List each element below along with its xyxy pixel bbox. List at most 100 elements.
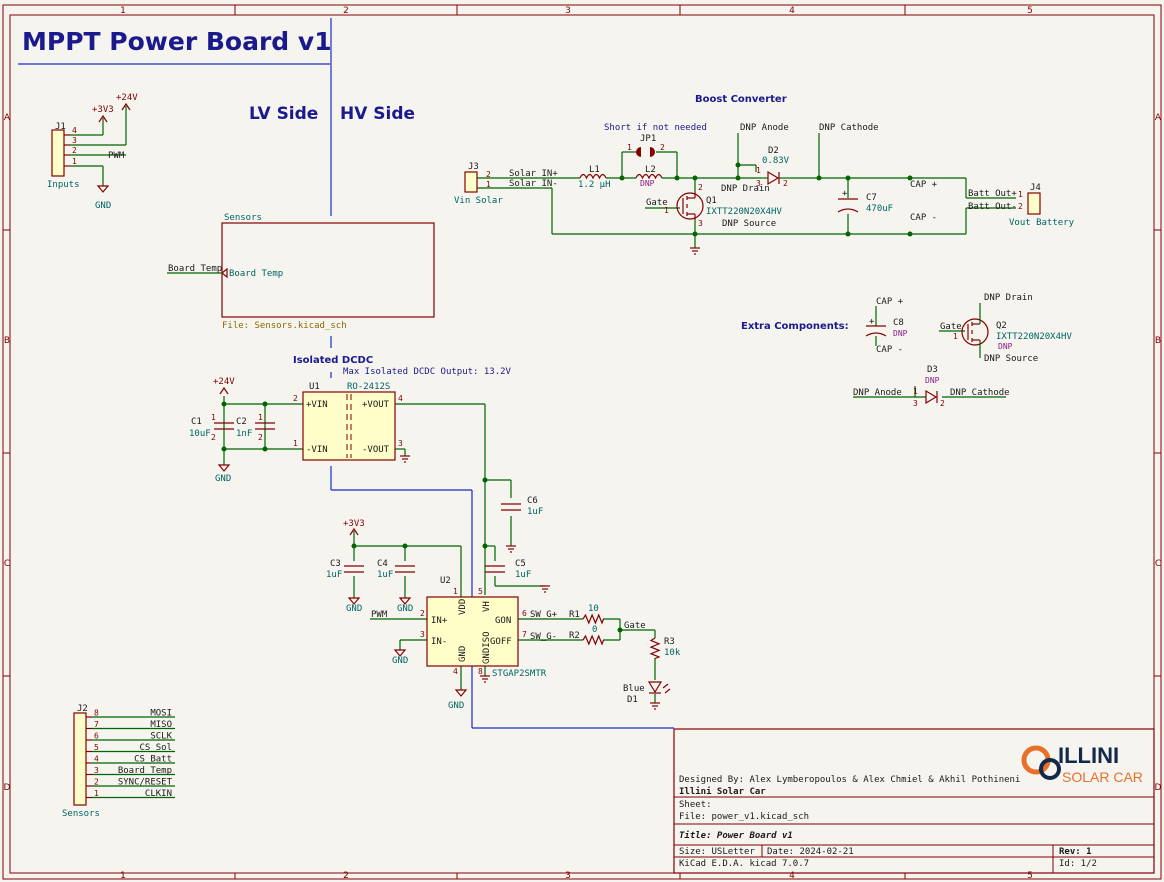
u2-pin-gnd: GND: [458, 646, 468, 662]
c2-pin-1: 1: [258, 413, 263, 422]
sheet-label: Sheet:: [679, 800, 712, 810]
j2-signal-label: Board Temp: [118, 766, 172, 776]
inductor-l1[interactable]: L1 1.2 µH: [578, 165, 611, 190]
company-name: Illini Solar Car: [679, 786, 766, 797]
gnd-c5: [540, 585, 550, 593]
u2-pin-gndiso: GNDISO: [482, 631, 492, 664]
j2-pin-number: 4: [94, 755, 99, 764]
c1-ref: C1: [191, 417, 202, 427]
mosfet-q1[interactable]: Q1 IXTT220N20X4HV 1 2 3: [664, 183, 782, 228]
c2-value: 1nF: [236, 429, 252, 439]
led-d1[interactable]: Blue D1: [623, 681, 671, 705]
j2-pin-number: 6: [94, 732, 99, 741]
svg-text:GND: GND: [392, 656, 408, 666]
max-output-note: Max Isolated DCDC Output: 13.2V: [343, 367, 512, 377]
zone-col-3-bottom: 3: [565, 871, 571, 881]
c1-pin-1: 1: [211, 413, 216, 422]
capacitor-c7[interactable]: + C7 470uF: [837, 189, 893, 214]
isolated-dcdc-heading: Isolated DCDC: [293, 355, 373, 366]
u2-pin-gon: GON: [495, 616, 511, 626]
sensors-sheet-block[interactable]: Sensors Board Temp File: Sensors.kicad_s…: [221, 213, 435, 331]
d2-value: 0.83V: [762, 156, 790, 166]
capacitor-c4[interactable]: C4 1uF: [377, 559, 415, 580]
zone-row-c: C: [4, 559, 10, 569]
d2-ref: D2: [768, 146, 779, 156]
c6-value: 1uF: [527, 507, 543, 517]
dcdc-wiring: [221, 396, 545, 595]
j1-pin-2: 2: [72, 146, 77, 155]
driver-gate-label: Gate: [624, 621, 646, 631]
c2-ref: C2: [236, 417, 247, 427]
sw-g-pos-label: SW_G+: [530, 610, 558, 620]
kicad-version: KiCad E.D.A. kicad 7.0.7: [679, 859, 809, 869]
gate-driver-u2[interactable]: U2 STGAP2SMTR IN+ IN- GON GOFF VDD VH GN…: [420, 576, 547, 679]
sheet-frame: [2, 4, 1162, 880]
cap-neg-label: CAP -: [910, 213, 937, 223]
power-3v3-driver: +3V3: [343, 519, 365, 536]
j2-pin-number: 2: [94, 778, 99, 787]
d2-pin-1: 1: [756, 166, 761, 175]
j1-pin-1: 1: [72, 157, 77, 166]
jp1-pin-1: 1: [627, 143, 632, 152]
u2-pin-num-7: 7: [522, 630, 527, 639]
connector-j3[interactable]: J3 Vin Solar 2 1: [454, 162, 503, 206]
mosfet-q2[interactable]: Gate 1 DNP Drain Q2 IXTT220N20X4HV DNP D…: [939, 293, 1072, 364]
driver-pwm-label: PWM: [371, 610, 388, 620]
inductor-l2[interactable]: L2 DNP: [635, 165, 663, 188]
j2-signal-label: CLKIN: [145, 789, 172, 799]
d3-dnp-cathode-label: DNP Cathode: [950, 388, 1010, 398]
l1-value: 1.2 µH: [578, 180, 611, 190]
c8-cap-pos-label: CAP +: [876, 297, 904, 307]
u1-value: RO-2412S: [347, 382, 390, 392]
svg-text:GND: GND: [95, 201, 111, 211]
zone-row-d: D: [4, 783, 11, 793]
j4-pin-2: 2: [1018, 202, 1023, 211]
d3-ref: D3: [927, 365, 938, 375]
jp1-pin-2: 2: [660, 143, 665, 152]
j2-pin-number: 5: [94, 743, 99, 752]
resistor-r3[interactable]: R3 10k: [649, 637, 681, 660]
u2-pin-num-6: 6: [522, 609, 527, 618]
zone-col-5: 5: [1027, 6, 1033, 16]
capacitor-c3[interactable]: C3 1uF: [326, 559, 364, 580]
u2-pin-num-1: 1: [453, 587, 458, 596]
zone-row-b-right: B: [1155, 336, 1161, 346]
connector-j2[interactable]: J2 Sensors: [62, 704, 100, 819]
capacitor-c8[interactable]: + CAP + C8 DNP CAP -: [865, 297, 908, 355]
u2-ref: U2: [440, 576, 451, 586]
zone-col-2: 2: [343, 6, 349, 16]
q1-dnp-source-label: DNP Source: [722, 219, 776, 229]
connector-j1[interactable]: J1 Inputs 4 3 2 1: [47, 122, 80, 190]
zone-col-1: 1: [120, 6, 126, 16]
capacitor-c6[interactable]: C6 1uF: [501, 496, 543, 517]
u2-value: STGAP2SMTR: [492, 669, 547, 679]
capacitor-c1[interactable]: C1 10uF 1 2: [189, 413, 234, 442]
jumper-jp1[interactable]: JP1 1 2: [627, 134, 665, 157]
dcdc-u1[interactable]: U1 RO-2412S +VIN -VIN +VOUT -VOUT 2 1 4 …: [293, 382, 403, 461]
gnd-u2: GND: [448, 689, 468, 711]
q1-dnp-drain-label: DNP Drain: [721, 184, 770, 194]
zone-row-a-right: A: [1155, 113, 1162, 123]
connector-j4[interactable]: J4 Vout Battery 1 2: [1009, 183, 1075, 228]
sw-g-neg-label: SW_G-: [530, 632, 557, 642]
resistor-r2[interactable]: R2 0: [569, 625, 605, 646]
gnd-u1-vout: [400, 455, 410, 463]
q2-ref: Q2: [996, 321, 1007, 331]
d3-pin-1: 1: [913, 387, 918, 396]
zone-col-2-bottom: 2: [343, 871, 349, 881]
resistor-r1[interactable]: R1 10: [569, 604, 605, 625]
u1-pin-vin-pos: +VIN: [306, 400, 328, 410]
svg-text:GND: GND: [215, 474, 231, 484]
capacitor-c5[interactable]: C5 1uF: [485, 559, 531, 580]
dnp-anode-label: DNP Anode: [740, 123, 789, 133]
diode-d2[interactable]: D2 0.83V 1 3 2: [756, 146, 790, 188]
diode-d3[interactable]: DNP Anode DNP Cathode D3 DNP 1 3 2: [853, 365, 1010, 408]
lv-side-label: LV Side: [249, 104, 318, 124]
j2-signal-label: CS_Sol: [139, 743, 172, 753]
sheet-title: Title: Power Board v1: [679, 830, 793, 841]
capacitor-c2[interactable]: C2 1nF 1 2: [236, 413, 275, 442]
batt-out-pos-label: Batt Out+: [968, 189, 1017, 199]
zone-col-5-bottom: 5: [1027, 871, 1033, 881]
j3-pin-2: 2: [486, 170, 491, 179]
